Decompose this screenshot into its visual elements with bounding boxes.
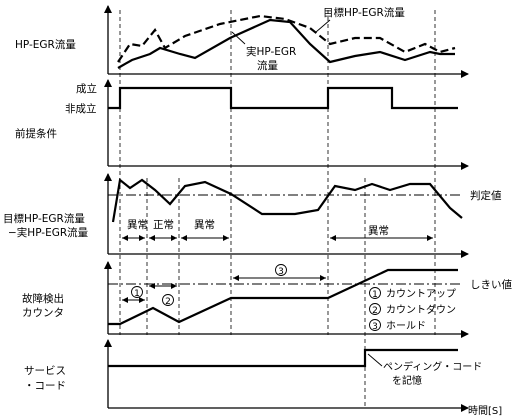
service-panel-label: サービス (24, 365, 66, 377)
count-up-mark-circle (131, 286, 143, 298)
legend-hold: ホールド (386, 320, 426, 332)
actual-legend-leader (231, 31, 246, 45)
abnormal-label-3: 異常 (368, 224, 389, 237)
service-code-signal (108, 348, 458, 368)
normal-label: 正常 (153, 218, 174, 231)
actual-flow-curve (117, 18, 455, 69)
counter-panel-label: 故障検出 (22, 292, 64, 305)
legend-count-down: カウントダウン (386, 303, 456, 316)
counter-legend: 1 カウントアップ 2 カウントダウン 3 ホールド (369, 287, 456, 332)
precondition-signal (108, 86, 458, 110)
count-down-mark-circle (162, 294, 174, 306)
legend-count-up: カウントアップ (386, 288, 456, 300)
precondition-panel-label: 前提条件 (15, 127, 57, 140)
precondition-panel: 成立 非成立 前提条件 (15, 79, 469, 170)
count-up-mark: 1 (134, 289, 140, 299)
actual-flow-legend: 実HP-EGR (246, 45, 296, 58)
legend-num-3: 3 (372, 322, 378, 332)
flow-panel-label: HP-EGR流量 (15, 38, 76, 51)
service-code-panel: サービス ・コード ペンディング・コード を記憶 時間[S] (24, 339, 502, 417)
legend-circle-2 (369, 303, 381, 315)
time-axis-label: 時間[S] (468, 405, 502, 417)
target-flow-legend: 目標HP-EGR流量 (323, 6, 405, 19)
target-legend-leader (315, 19, 331, 33)
legend-circle-1 (369, 287, 381, 299)
difference-panel-label: 目標HP-EGR流量 (3, 212, 85, 225)
pending-code-leader (367, 353, 383, 367)
hold-mark-circle (275, 264, 287, 276)
difference-panel-label-2: −実HP-EGR流量 (8, 226, 89, 239)
pending-code-annotation-2: を記憶 (392, 374, 422, 387)
legend-num-1: 1 (372, 290, 378, 300)
abnormal-label-1: 異常 (127, 218, 148, 231)
legend-circle-3 (369, 319, 381, 331)
counter-threshold-label: しきい値 (470, 278, 512, 291)
difference-panel: 目標HP-EGR流量 −実HP-EGR流量 判定値 異常 正常 異常 異常 (3, 173, 502, 258)
event-lines (119, 10, 436, 408)
level-off-label: 非成立 (65, 102, 97, 115)
counter-panel: 故障検出 カウンタ しきい値 1 2 3 1 カウントアップ 2 カウントダウン… (22, 261, 512, 338)
level-on-label: 成立 (76, 82, 97, 95)
target-flow-curve (117, 14, 456, 63)
abnormal-label-2: 異常 (194, 218, 215, 231)
service-panel-label-2: ・コード (24, 380, 66, 392)
count-down-mark: 2 (165, 297, 171, 307)
pending-code-annotation: ペンディング・コード (383, 360, 482, 373)
actual-flow-legend-2: 流量 (257, 59, 278, 72)
difference-curve (111, 177, 463, 223)
judgement-threshold-label: 判定値 (470, 189, 502, 202)
flow-panel: HP-EGR流量 目標HP-EGR流量 実HP-EGR 流量 (15, 5, 469, 78)
counter-curve (108, 268, 458, 326)
counter-panel-label-2: カウンタ (22, 307, 64, 319)
hold-mark: 3 (278, 267, 284, 277)
legend-num-2: 2 (372, 306, 378, 316)
